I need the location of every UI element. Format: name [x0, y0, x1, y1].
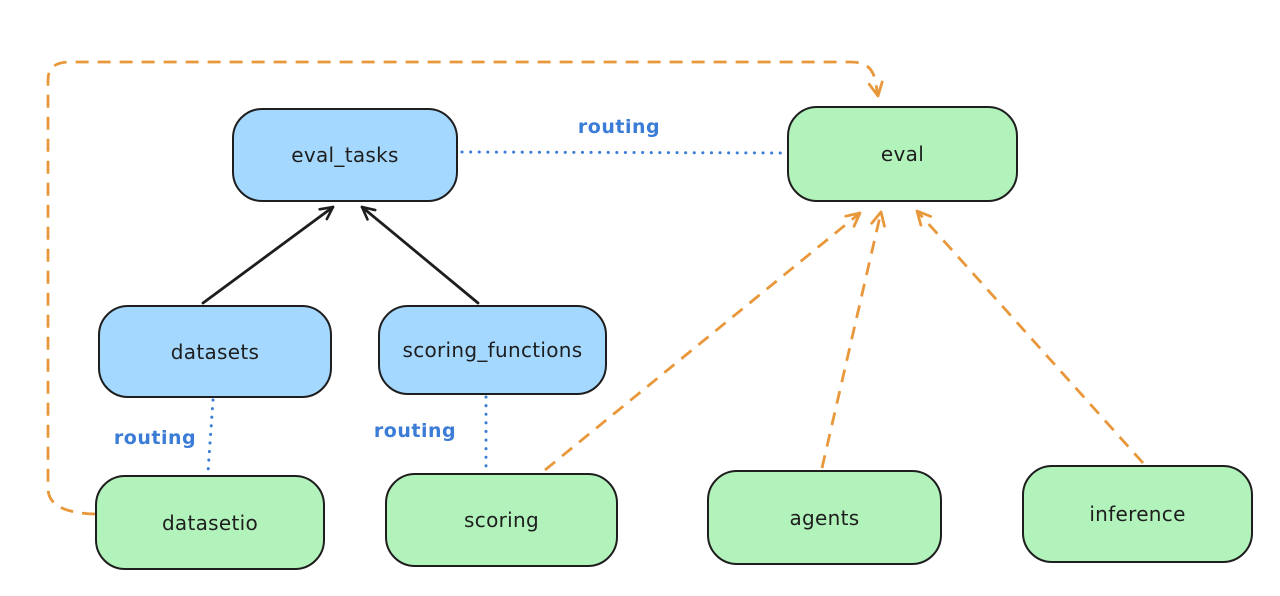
edge-inference-to-eval-arrow — [915, 209, 1145, 464]
node-agents: agents — [707, 470, 942, 565]
node-datasetio-label: datasetio — [161, 510, 259, 535]
node-eval: eval — [787, 106, 1018, 202]
node-eval-tasks: eval_tasks — [232, 108, 458, 202]
edge-agents-to-eval-arrow — [820, 210, 886, 469]
node-inference-label: inference — [1089, 502, 1186, 526]
node-scoring: scoring — [385, 473, 618, 567]
edge-scoring-functions-to-eval-tasks-arrow — [360, 205, 480, 305]
node-datasets-label: datasets — [170, 339, 260, 364]
edge-label-routing-scoring-functions-scoring: routing — [373, 420, 457, 442]
node-eval-tasks-label: eval_tasks — [291, 143, 399, 167]
edge-scoring-to-eval-arrow — [544, 211, 862, 472]
edge-datasets-to-eval-tasks-arrow — [201, 205, 335, 305]
node-inference: inference — [1022, 465, 1253, 563]
node-scoring-functions-label: scoring_functions — [402, 338, 583, 362]
node-scoring-functions: scoring_functions — [378, 305, 607, 395]
edge-datasetio-to-eval-arrow — [46, 60, 884, 516]
node-scoring-label: scoring — [464, 508, 539, 532]
edge-label-routing-eval-tasks-eval: routing — [577, 116, 661, 138]
edge-label-routing-datasets-datasetio: routing — [113, 427, 197, 449]
node-agents-label: agents — [789, 505, 860, 530]
edge-datasets-to-datasetio-routing-line — [206, 398, 215, 474]
node-datasets: datasets — [98, 305, 332, 398]
node-datasetio: datasetio — [95, 475, 325, 570]
node-eval-label: eval — [880, 142, 925, 166]
edge-eval-tasks-to-eval-routing-line — [460, 150, 788, 155]
